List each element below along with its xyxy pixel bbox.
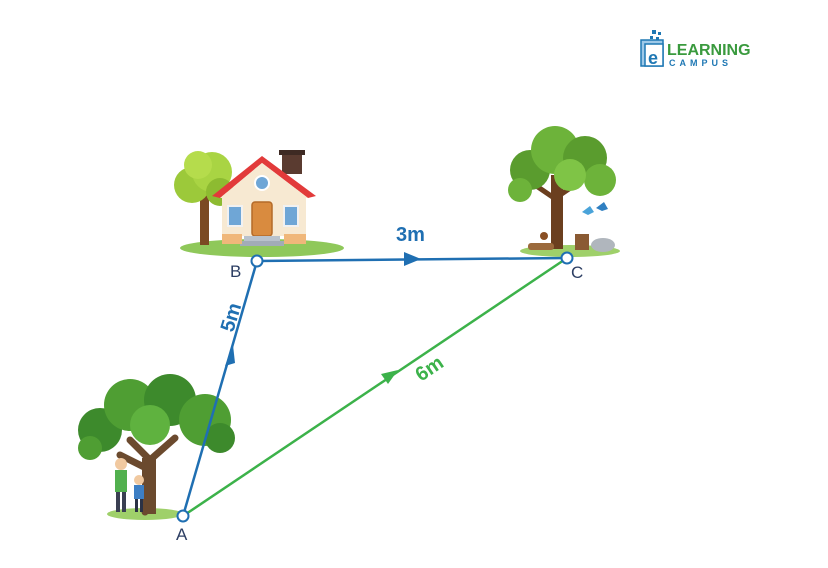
point-c-label: C	[571, 263, 583, 282]
logo-line1: LEARNING	[667, 42, 751, 59]
point-b-label: B	[230, 262, 241, 281]
segment-ac-length: 6m	[411, 352, 447, 386]
house-icon	[174, 150, 344, 257]
point-b-marker	[250, 254, 264, 268]
logo-line2: CAMPUS	[669, 58, 732, 68]
logo-icon: e	[640, 30, 664, 68]
elearning-campus-logo: e LEARNING CAMPUS	[640, 30, 751, 68]
arrow-ac	[381, 370, 398, 384]
segment-ab-length: 5m	[217, 300, 246, 334]
tree-with-people-icon	[78, 374, 235, 520]
path-ab	[181, 260, 259, 517]
point-a-label: A	[176, 525, 188, 544]
segment-bc-length: 3m	[396, 224, 425, 246]
arrow-ab	[225, 345, 235, 366]
tree-with-animals-icon	[508, 126, 620, 257]
point-a-marker	[176, 509, 190, 523]
path-ac	[182, 256, 568, 518]
arrow-bc	[404, 252, 421, 266]
logo-letter: e	[648, 48, 658, 68]
point-c-marker	[560, 251, 574, 265]
path-bc	[256, 252, 568, 266]
